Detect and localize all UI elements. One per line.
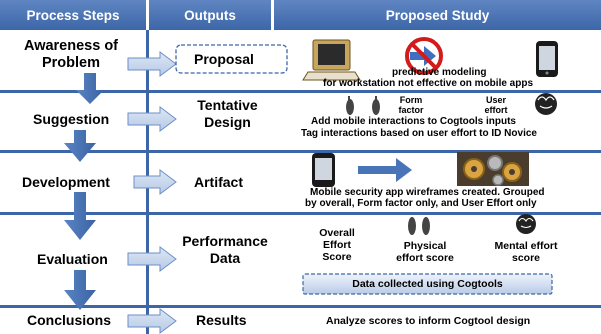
output-tentative-line1: Tentative <box>197 97 258 113</box>
output-results: Results <box>196 312 247 328</box>
wireframe-phone-icon <box>312 153 335 187</box>
study-form-factor-label: Form factor <box>396 95 426 115</box>
physical-line2: effort score <box>396 252 454 264</box>
step-conclusions: Conclusions <box>27 312 112 328</box>
data-collected-label: Data collected using Cogtools <box>352 278 503 290</box>
output-performance-line2: Data <box>209 250 241 266</box>
output-performance-data: Performance Data <box>168 233 282 267</box>
study-row2-line1: Add mobile interactions to Cogtools inpu… <box>311 116 516 127</box>
study-row3-line1: Mobile security app wireframes created. … <box>310 187 545 198</box>
arrow-down-1 <box>76 73 104 104</box>
output-tentative-design: Tentative Design <box>180 97 275 131</box>
physical-line1: Physical <box>403 240 447 252</box>
form-factor-hand-icon-2 <box>372 96 380 115</box>
user-effort-line1: User <box>485 95 506 105</box>
step-development: Development <box>22 174 110 190</box>
development-arrow <box>358 158 412 182</box>
output-proposal: Proposal <box>194 51 254 67</box>
study-row1-text2: for workstation not effective on mobile … <box>323 78 534 89</box>
overall-line2: Effort <box>323 239 351 251</box>
arrow-down-4 <box>64 270 96 310</box>
phone-icon <box>536 41 558 77</box>
study-mental-effort-score: Mental effort score <box>484 240 568 264</box>
arrow-right-2 <box>127 106 177 132</box>
mental-line1: Mental effort <box>494 240 558 252</box>
row-separator <box>0 305 601 308</box>
no-arrow-icon <box>405 37 443 75</box>
study-row1-text1: predictive modeling <box>392 67 487 78</box>
mental-brain-icon <box>516 214 536 234</box>
physical-hand-icon-1 <box>408 217 416 235</box>
step-awareness-line2: Problem <box>41 55 100 71</box>
form-factor-hand-icon-1 <box>346 96 354 115</box>
header-outputs: Outputs <box>149 0 271 30</box>
physical-hand-icon-2 <box>422 217 430 235</box>
arrow-right-3 <box>133 169 177 195</box>
computer-icon <box>302 39 361 81</box>
study-user-effort-label: User effort <box>480 95 512 115</box>
output-artifact: Artifact <box>194 174 244 190</box>
row-separator <box>0 90 601 93</box>
arrow-down-3 <box>64 192 96 240</box>
row-separator <box>0 212 601 215</box>
user-effort-line2: effort <box>484 105 508 115</box>
arrow-down-2 <box>64 130 96 162</box>
study-physical-effort-score: Physical effort score <box>382 240 468 264</box>
step-suggestion: Suggestion <box>33 111 110 127</box>
study-row3-line2: by overall, Form factor only, and User E… <box>305 198 537 209</box>
study-row2-line2: Tag interactions based on user effort to… <box>301 128 537 139</box>
study-row5-text: Analyze scores to inform Cogtool design <box>326 315 531 327</box>
output-performance-line1: Performance <box>182 233 268 249</box>
arrow-right-4 <box>127 246 177 272</box>
brain-head-icon <box>535 93 557 115</box>
overall-line3: Score <box>322 251 352 263</box>
overall-line1: Overall <box>319 227 355 239</box>
gears-icon <box>457 152 529 186</box>
step-evaluation: Evaluation <box>37 251 108 267</box>
arrow-right-5 <box>127 308 177 334</box>
header-process-steps: Process Steps <box>0 0 146 30</box>
study-overall-effort-score: Overall Effort Score <box>312 227 362 263</box>
header-proposed-study: Proposed Study <box>274 0 601 30</box>
arrow-right-1 <box>127 51 177 77</box>
step-awareness-line1: Awareness of <box>23 38 119 54</box>
output-tentative-line2: Design <box>204 114 251 130</box>
form-factor-line1: Form <box>399 95 423 105</box>
data-collected-box <box>302 273 553 295</box>
form-factor-line2: factor <box>398 105 424 115</box>
mental-line2: score <box>511 252 541 264</box>
step-awareness-of-problem: Awareness of Problem <box>6 38 136 72</box>
proposal-box <box>175 44 288 74</box>
row-separator <box>0 150 601 153</box>
